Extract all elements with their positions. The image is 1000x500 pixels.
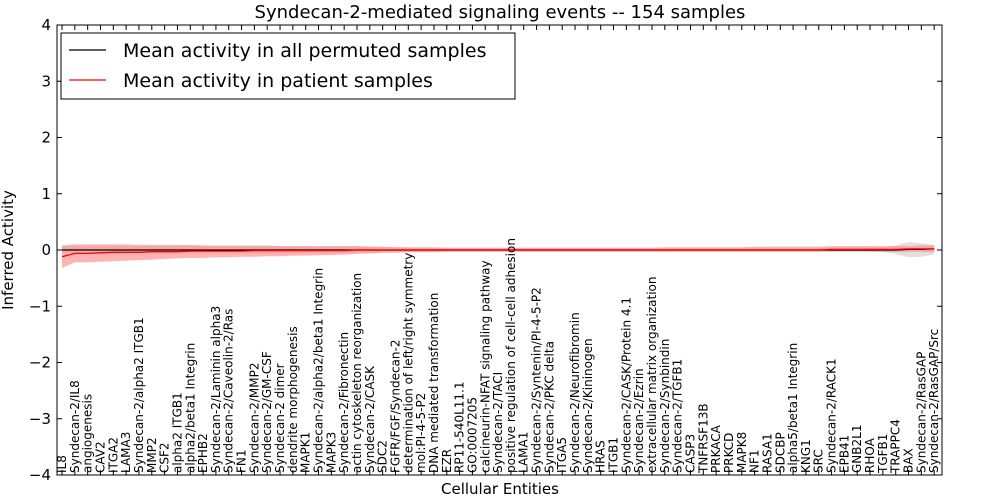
series-lines	[61, 248, 935, 258]
x-tick-label: Syndecan-2/Synbindin	[658, 339, 672, 473]
y-tick-label: 3	[41, 72, 51, 90]
x-tick-label: Syndecan-2/Syntenin/PI-4-5-P2	[530, 287, 544, 473]
y-axis-ticks: −4 −3 −2 −1 0 1 2 3 4	[29, 16, 942, 484]
x-tick-label: FGFR/FGF/Syndecan-2	[389, 340, 403, 473]
x-tick-label: LAMA3	[119, 432, 133, 473]
x-tick-label: EPHB2	[196, 433, 210, 473]
x-axis-label: Cellular Entities	[441, 480, 559, 498]
x-tick-label: EZR	[440, 449, 454, 473]
x-tick-label: Syndecan-2 dimer	[273, 363, 287, 473]
y-tick-label: −2	[29, 354, 51, 372]
x-tick-label: MAPK3	[324, 432, 338, 473]
x-tick-label: TRAPPC4	[889, 419, 903, 474]
x-tick-label: HRAS	[594, 440, 608, 473]
x-tick-label: MMP2	[145, 437, 159, 473]
x-tick-label: Syndecan-2/CASK	[363, 365, 377, 473]
x-tick-label: alpha5/beta1 Integrin	[786, 343, 800, 473]
x-tick-label: Syndecan-2/MMP2	[247, 363, 261, 473]
x-tick-label: TNFRSF13B	[696, 403, 710, 474]
x-tick-label: CAV2	[94, 441, 108, 473]
x-tick-label: Syndecan-2/Laminin alpha3	[209, 306, 223, 473]
x-tick-label: BAX	[902, 448, 916, 473]
legend: Mean activity in all permuted samples Me…	[60, 32, 516, 100]
x-tick-label: PRKACA	[709, 424, 723, 473]
legend-box	[60, 32, 516, 100]
x-tick-label: SRC	[812, 449, 826, 473]
x-tick-label: EPB41	[837, 435, 851, 473]
x-tick-label: alpha2/beta1 Integrin	[183, 343, 197, 473]
x-tick-label: Syndecan-2/Neurofibromin	[568, 312, 582, 473]
x-tick-label: Syndecan-2/TGFB1	[671, 359, 685, 473]
x-tick-label: Syndecan-2/alpha2 ITGB1	[132, 317, 146, 473]
y-tick-label: 2	[41, 129, 51, 147]
x-tick-label: mol:PI-4-5-P2	[414, 393, 428, 473]
y-tick-label: −3	[29, 410, 51, 428]
x-tick-label: LAMA1	[517, 432, 531, 473]
x-tick-label: SDCBP	[773, 432, 787, 473]
x-tick-label: determination of left/right symmetry	[401, 253, 415, 473]
x-tick-label: RASA1	[760, 433, 774, 473]
x-tick-label: FN1	[235, 449, 249, 473]
x-tick-label: Syndecan-2/RACK1	[825, 358, 839, 473]
x-tick-label: Syndecan-2/Caveolin-2/Ras	[222, 309, 236, 473]
x-tick-label: CSF2	[158, 442, 172, 473]
x-tick-label: Syndecan-2/CASK/Protein 4.1	[619, 297, 633, 473]
y-tick-label: 0	[41, 241, 51, 259]
x-tick-label: Syndecan-2/TACI	[491, 372, 505, 473]
x-tick-label: NF1	[748, 449, 762, 473]
x-tick-label: SDC2	[376, 440, 390, 473]
x-tick-label: IL8	[55, 455, 69, 473]
x-tick-label: MAPK8	[735, 432, 749, 473]
x-tick-label: Syndecan-2/RasGAP	[914, 352, 928, 473]
x-tick-label: Syndecan-2/Kininogen	[581, 338, 595, 473]
x-tick-label: alpha2 ITGB1	[170, 392, 184, 473]
x-tick-label: RP11-540L11.1	[453, 382, 467, 473]
x-tick-label: Syndecan-2/PKC delta	[542, 341, 556, 473]
x-tick-label: Syndecan-2/GM-CSF	[260, 351, 274, 473]
legend-label-patient: Mean activity in patient samples	[123, 70, 433, 92]
y-tick-label: −1	[29, 297, 51, 315]
x-tick-label: ITGA5	[555, 437, 569, 473]
x-tick-label: ITGB1	[607, 437, 621, 473]
x-tick-label: TGFB1	[876, 434, 890, 474]
y-axis-label: Inferred Activity	[0, 190, 17, 310]
band-patient	[62, 244, 935, 268]
x-tick-label: Syndecan-2/RasGAP/Src	[927, 329, 941, 473]
x-tick-label: GO:0007205	[465, 397, 479, 473]
legend-label-permuted: Mean activity in all permuted samples	[123, 40, 486, 62]
plot-area: −4 −3 −2 −1 0 1 2 3 4 IL8Syndecan-2/IL8angiogene…	[29, 16, 943, 484]
x-tick-label: KNG1	[799, 439, 813, 473]
y-tick-label: −4	[29, 466, 51, 484]
x-tick-label: CASP3	[684, 434, 698, 473]
line-patient	[61, 248, 935, 258]
x-tick-label: dendrite morphogenesis	[286, 326, 300, 473]
x-tick-label: MAPK1	[299, 432, 313, 473]
x-tick-label: Syndecan-2/alpha2/beta1 Integrin	[312, 268, 326, 473]
x-tick-label: Syndecan-2/Ezrin	[632, 368, 646, 473]
chart-title: Syndecan-2-mediated signaling events -- …	[255, 2, 746, 23]
y-tick-label: 1	[41, 185, 51, 203]
x-tick-label: ITGA2	[106, 437, 120, 473]
x-tick-label: Syndecan-2/Fibronectin	[337, 332, 351, 473]
x-tick-label: PRKCD	[722, 433, 736, 473]
x-tick-label: positive regulation of cell-cell adhesio…	[504, 238, 518, 473]
x-tick-label: extracellular matrix organization	[645, 277, 659, 474]
x-tick-label: calcineurin-NFAT signaling pathway	[478, 260, 492, 473]
y-tick-label: 4	[41, 16, 51, 34]
x-axis-ticks: IL8Syndecan-2/IL8angiogenesisCAV2ITGA2LA…	[55, 25, 941, 475]
x-tick-label: RHOA	[863, 437, 877, 473]
x-tick-label: DNA mediated transformation	[427, 293, 441, 473]
x-tick-label: angiogenesis	[81, 394, 95, 473]
x-tick-label: actin cytoskeleton reorganization	[350, 273, 364, 473]
series-bands	[62, 242, 935, 268]
x-tick-label: GNB2L1	[850, 425, 864, 473]
x-tick-label: Syndecan-2/IL8	[68, 380, 82, 473]
